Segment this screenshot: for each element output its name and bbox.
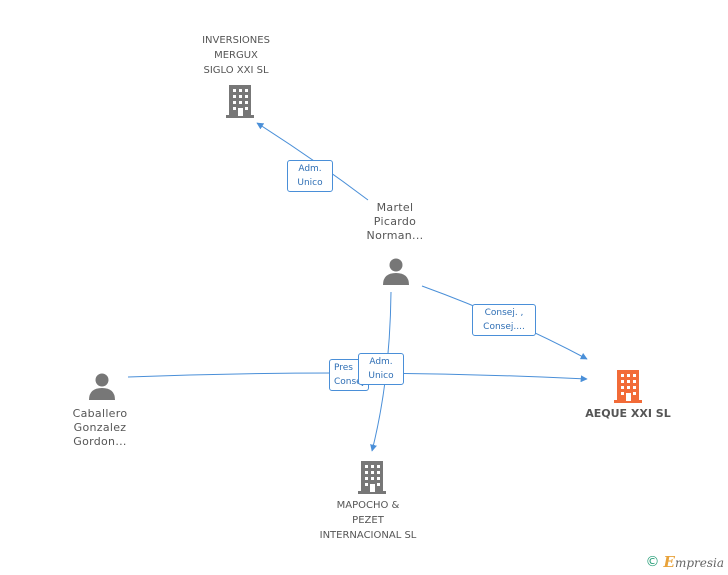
building-icon[interactable] (225, 84, 255, 118)
node-label-line: AEQUE XXI SL (585, 407, 671, 420)
building-icon[interactable] (613, 369, 643, 403)
node-label-line: Picardo (373, 215, 417, 228)
edge-label-martel-inversiones[interactable]: Adm. Unico (287, 160, 333, 192)
node-label-line: Caballero (72, 407, 128, 420)
edge-label-martel-aeque[interactable]: Consej. , Consej.... (472, 304, 536, 336)
edge-label-line: Consej (334, 377, 364, 387)
node-label-aeque[interactable]: AEQUE XXI SL (576, 407, 680, 421)
edge-label-line: Unico (368, 371, 394, 381)
node-label-inversiones[interactable]: INVERSIONES MERGUX SIGLO XXI SL (186, 33, 286, 78)
copyright-symbol: © (645, 554, 660, 570)
node-label-mapocho[interactable]: MAPOCHO & PEZET INTERNACIONAL SL (305, 498, 431, 543)
node-label-line: PEZET (352, 515, 384, 526)
node-label-line: Martel (376, 201, 414, 214)
node-label-line: Gordon... (73, 435, 127, 448)
edge-label-line: Adm. (298, 164, 322, 174)
building-icon[interactable] (357, 460, 387, 494)
node-label-line: MAPOCHO & (336, 500, 400, 511)
edge-label-line: Adm. (369, 357, 393, 367)
edge-label-martel-mapocho[interactable]: Adm. Unico (358, 353, 404, 385)
edge-label-line: Consej.... (483, 322, 525, 332)
node-label-line: Gonzalez (73, 421, 127, 434)
node-label-martel[interactable]: Martel Picardo Norman... (350, 201, 440, 243)
brand-name: mpresia (674, 556, 724, 570)
edge-label-line: Unico (297, 178, 323, 188)
brand-logo[interactable]: Empresia (664, 553, 725, 571)
edge-label-line: Consej. , (484, 308, 524, 318)
node-label-line: INVERSIONES (202, 35, 270, 46)
person-icon[interactable] (381, 256, 411, 286)
node-label-caballero[interactable]: Caballero Gonzalez Gordon... (55, 407, 145, 449)
brand-initial: E (663, 553, 675, 571)
node-label-line: Norman... (366, 229, 424, 242)
person-icon[interactable] (87, 371, 117, 401)
edge-label-line: Pres (334, 363, 353, 373)
footer-brand: © Empresia (646, 553, 725, 571)
node-label-line: SIGLO XXI SL (203, 65, 269, 76)
node-label-line: MERGUX (214, 50, 258, 61)
node-label-line: INTERNACIONAL SL (319, 530, 417, 541)
